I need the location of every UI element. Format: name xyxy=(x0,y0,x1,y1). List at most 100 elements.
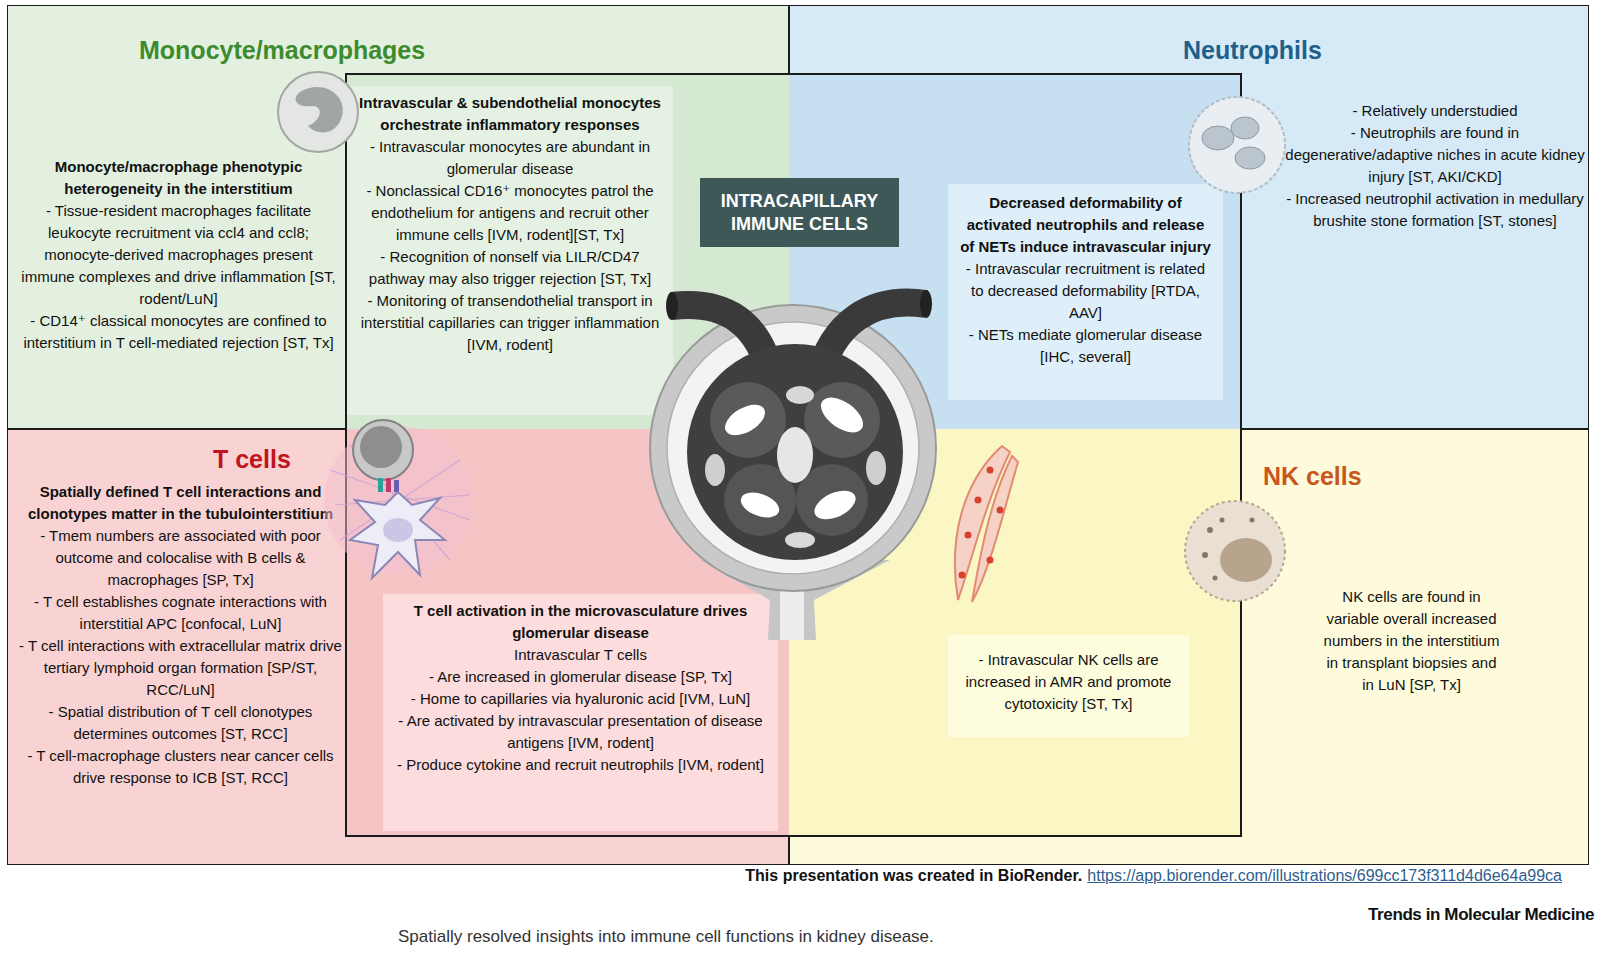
body-text: - NETs mediate glomerular disease [IHC, … xyxy=(958,324,1213,368)
capillary-cells-icon xyxy=(972,456,1018,602)
glomerulus-illustration xyxy=(650,290,936,640)
t-cell-apc-icon xyxy=(353,420,413,480)
capillary-cells-icon xyxy=(955,446,1018,602)
monocyte-icon xyxy=(278,72,358,152)
glomerulus-illustration xyxy=(920,290,932,318)
glomerulus-illustration xyxy=(705,454,725,486)
nk-cell-icon xyxy=(1185,501,1285,601)
glomerulus-illustration xyxy=(650,305,936,591)
glomerulus-illustration xyxy=(737,488,782,522)
info-box: Intravascular & subendothelial monocytes… xyxy=(347,86,673,415)
nk-cell-icon xyxy=(1250,518,1255,523)
credit-note: This presentation was created in BioRend… xyxy=(745,867,1082,884)
glomerulus-illustration xyxy=(667,322,919,574)
info-box: - Intravascular NK cells are increased i… xyxy=(948,635,1189,737)
glomerulus-illustration xyxy=(866,451,886,485)
capillary-cells-icon xyxy=(987,557,994,564)
body-text: - Spatial distribution of T cell clonoty… xyxy=(13,701,348,745)
body-text: - Neutrophils are found in degenerative/… xyxy=(1285,122,1585,188)
neutrophil-icon xyxy=(1202,126,1234,150)
glomerulus-illustration xyxy=(796,464,868,536)
nk-cell-icon xyxy=(1220,518,1225,523)
t-cell-apc-icon xyxy=(378,478,383,492)
body-text: Intravascular T cells xyxy=(393,644,768,666)
capillary-cells-icon xyxy=(987,467,994,474)
body-text: - Monitoring of transendothelial transpo… xyxy=(359,290,661,356)
body-text: - T cell-macrophage clusters near cancer… xyxy=(13,745,348,789)
t-cell-apc-icon xyxy=(386,478,391,492)
body-text: - T cell interactions with extracellular… xyxy=(13,635,348,701)
nk-cell-icon xyxy=(1185,501,1285,601)
glomerulus-illustration xyxy=(710,382,786,458)
text-column: NK cells are found in variable overall i… xyxy=(1319,586,1504,696)
monocyte-icon xyxy=(278,72,358,152)
glomerulus-illustration xyxy=(786,386,814,404)
body-text: NK cells are found in variable overall i… xyxy=(1319,586,1504,696)
credit-line: This presentation was created in BioRend… xyxy=(380,866,1562,886)
body-text: - Intravascular monocytes are abundant i… xyxy=(359,136,661,180)
neutrophil-icon xyxy=(1235,147,1265,169)
capillary-cells-icon xyxy=(955,446,1010,600)
glomerulus-illustration xyxy=(687,344,903,560)
body-text: - T cell establishes cognate interaction… xyxy=(13,591,348,635)
glomerulus-illustration xyxy=(818,303,926,380)
t-cell-apc-icon xyxy=(350,492,445,578)
box-heading: T cell activation in the microvasculatur… xyxy=(393,600,768,644)
glomerulus-illustration xyxy=(815,391,869,440)
text-column: Monocyte/macrophage phenotypic heterogen… xyxy=(16,156,341,354)
glomerulus-illustration xyxy=(672,305,772,380)
journal-name: Trends in Molecular Medicine xyxy=(1300,905,1594,925)
text-column: - Relatively understudied- Neutrophils a… xyxy=(1285,100,1585,232)
neutrophil-icon xyxy=(1231,117,1259,139)
panel-heading: NK cells xyxy=(1263,461,1362,491)
info-box: Decreased deformability of activated neu… xyxy=(948,184,1223,400)
info-box: T cell activation in the microvasculatur… xyxy=(383,594,778,831)
text-column: Spatially defined T cell interactions an… xyxy=(13,481,348,789)
capillary-cells-icon xyxy=(959,572,966,579)
body-text: - CD14⁺ classical monocytes are confined… xyxy=(16,310,341,354)
figure-caption: Spatially resolved insights into immune … xyxy=(398,927,934,947)
nk-cell-icon xyxy=(1220,538,1272,582)
body-text: - Tissue-resident macrophages facilitate… xyxy=(16,200,341,310)
t-cell-apc-icon xyxy=(324,420,472,578)
box-heading: Intravascular & subendothelial monocytes… xyxy=(359,92,661,136)
capillary-cells-icon xyxy=(975,497,982,504)
glomerulus-illustration xyxy=(724,464,796,536)
neutrophil-icon xyxy=(1189,97,1285,193)
t-cell-apc-icon xyxy=(330,445,470,560)
capillary-cells-icon xyxy=(965,532,972,539)
body-text: - Intravascular NK cells are increased i… xyxy=(958,649,1179,715)
credit-link: https://app.biorender.com/illustrations/… xyxy=(1087,867,1562,884)
body-text: - Intravascular recruitment is related t… xyxy=(958,258,1213,324)
nk-cell-icon xyxy=(1213,576,1218,581)
body-text: - Produce cytokine and recruit neutrophi… xyxy=(393,754,768,776)
glomerulus-illustration xyxy=(785,532,815,548)
body-text: - Nonclassical CD16⁺ monocytes patrol th… xyxy=(359,180,661,246)
glomerulus-illustration xyxy=(700,560,890,640)
glomerulus-illustration xyxy=(720,399,770,442)
capillary-cells-icon xyxy=(997,507,1004,514)
box-heading: Decreased deformability of activated neu… xyxy=(958,192,1213,258)
body-text: - Increased neutrophil activation in med… xyxy=(1285,188,1585,232)
t-cell-apc-icon xyxy=(360,426,402,468)
capillary-region: INTRACAPILLARY IMMUNE CELLSIntravascular… xyxy=(345,73,1242,837)
nk-cell-icon xyxy=(1202,552,1208,558)
t-cell-apc-icon xyxy=(324,426,472,574)
body-text: - Tmem numbers are associated with poor … xyxy=(13,525,348,591)
body-text: - Are increased in glomerular disease [S… xyxy=(393,666,768,688)
panel-heading: Monocyte/macrophages xyxy=(139,35,425,65)
t-cell-apc-icon xyxy=(394,480,399,492)
neutrophil-icon xyxy=(1189,97,1285,193)
box-heading: Spatially defined T cell interactions an… xyxy=(13,481,348,525)
glomerulus-illustration xyxy=(666,292,678,320)
monocyte-icon xyxy=(296,87,343,133)
glomerulus-illustration xyxy=(780,590,804,640)
body-text: - Home to capillaries via hyaluronic aci… xyxy=(393,688,768,710)
t-cell-apc-icon xyxy=(383,518,413,542)
glomerulus-illustration xyxy=(810,485,860,525)
nk-cell-icon xyxy=(1207,527,1213,533)
body-text: - Are activated by intravascular present… xyxy=(393,710,768,754)
body-text: - Recognition of nonself via LILR/CD47 p… xyxy=(359,246,661,290)
